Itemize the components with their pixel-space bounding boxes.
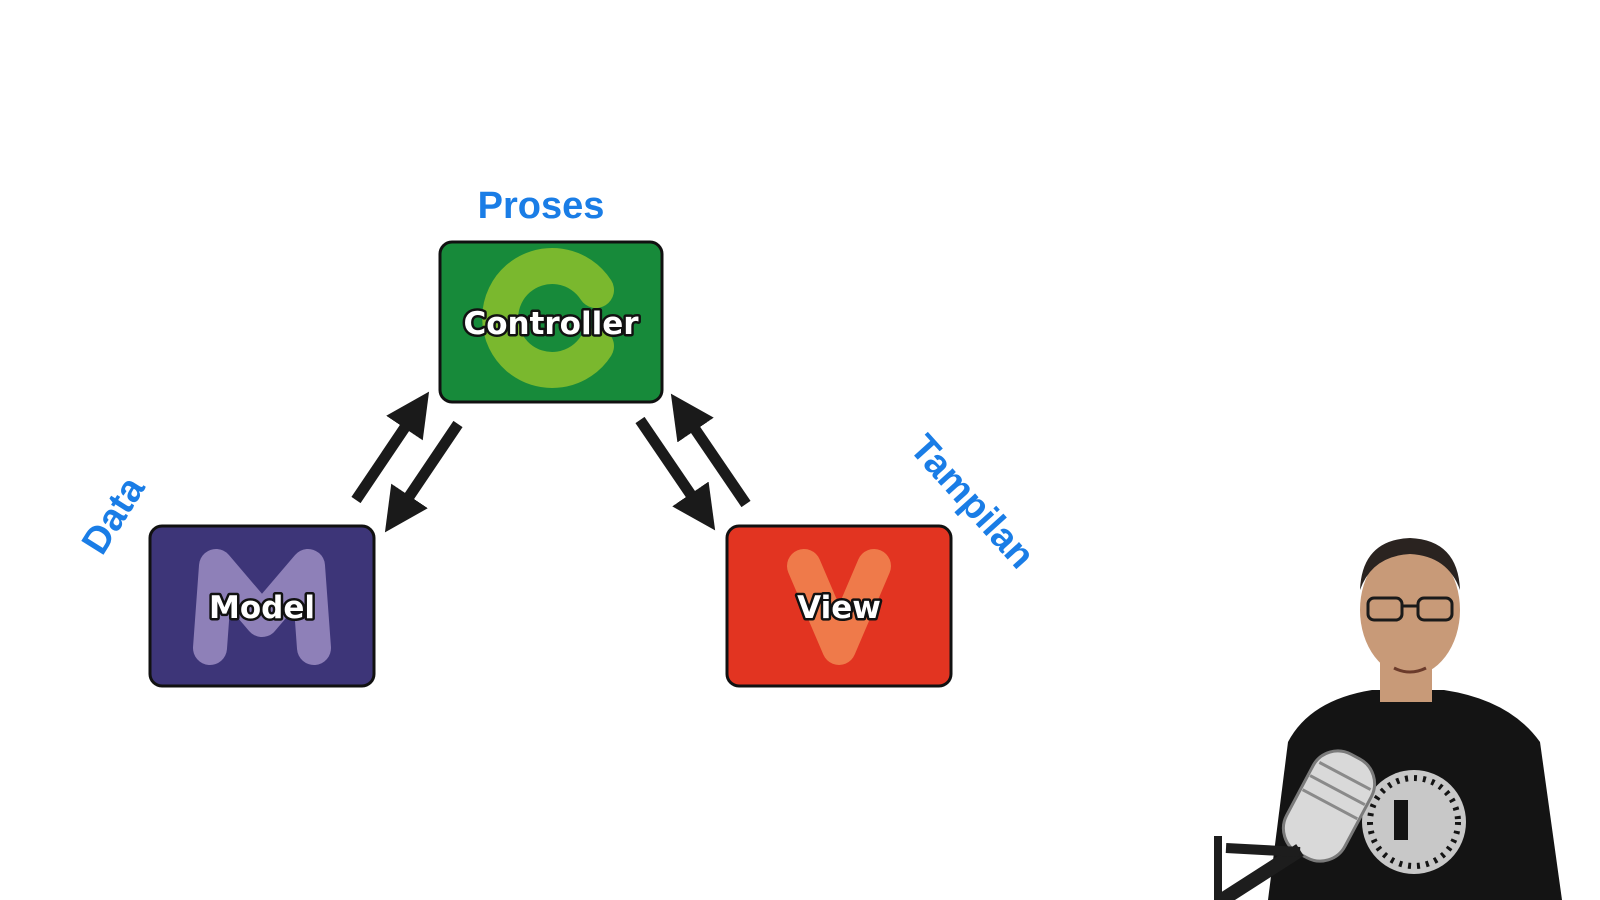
microphone-icon: [1214, 749, 1377, 900]
model-node: Model: [148, 524, 376, 688]
model-letter-icon: [193, 549, 331, 665]
arrow-controller-to-model: [384, 420, 463, 533]
model-role-label: Data: [74, 469, 154, 562]
controller-node: Controller: [438, 240, 664, 404]
presenter-figure: [1214, 538, 1562, 900]
controller-label: Controller: [463, 306, 639, 342]
model-label: Model: [209, 590, 315, 626]
presenter-head: [1360, 544, 1460, 676]
view-node: View: [725, 524, 953, 688]
arrow-controller-to-view: [635, 416, 716, 531]
view-letter-icon: [787, 549, 891, 665]
presenter-shirt-graphic: [1362, 770, 1466, 874]
arrow-model-to-controller: [351, 391, 430, 504]
view-label: View: [797, 590, 881, 626]
glasses-icon: [1366, 596, 1454, 622]
arrow-view-to-controller: [670, 393, 751, 508]
controller-letter-icon: [482, 248, 614, 388]
controller-role-label: Proses: [478, 185, 605, 227]
